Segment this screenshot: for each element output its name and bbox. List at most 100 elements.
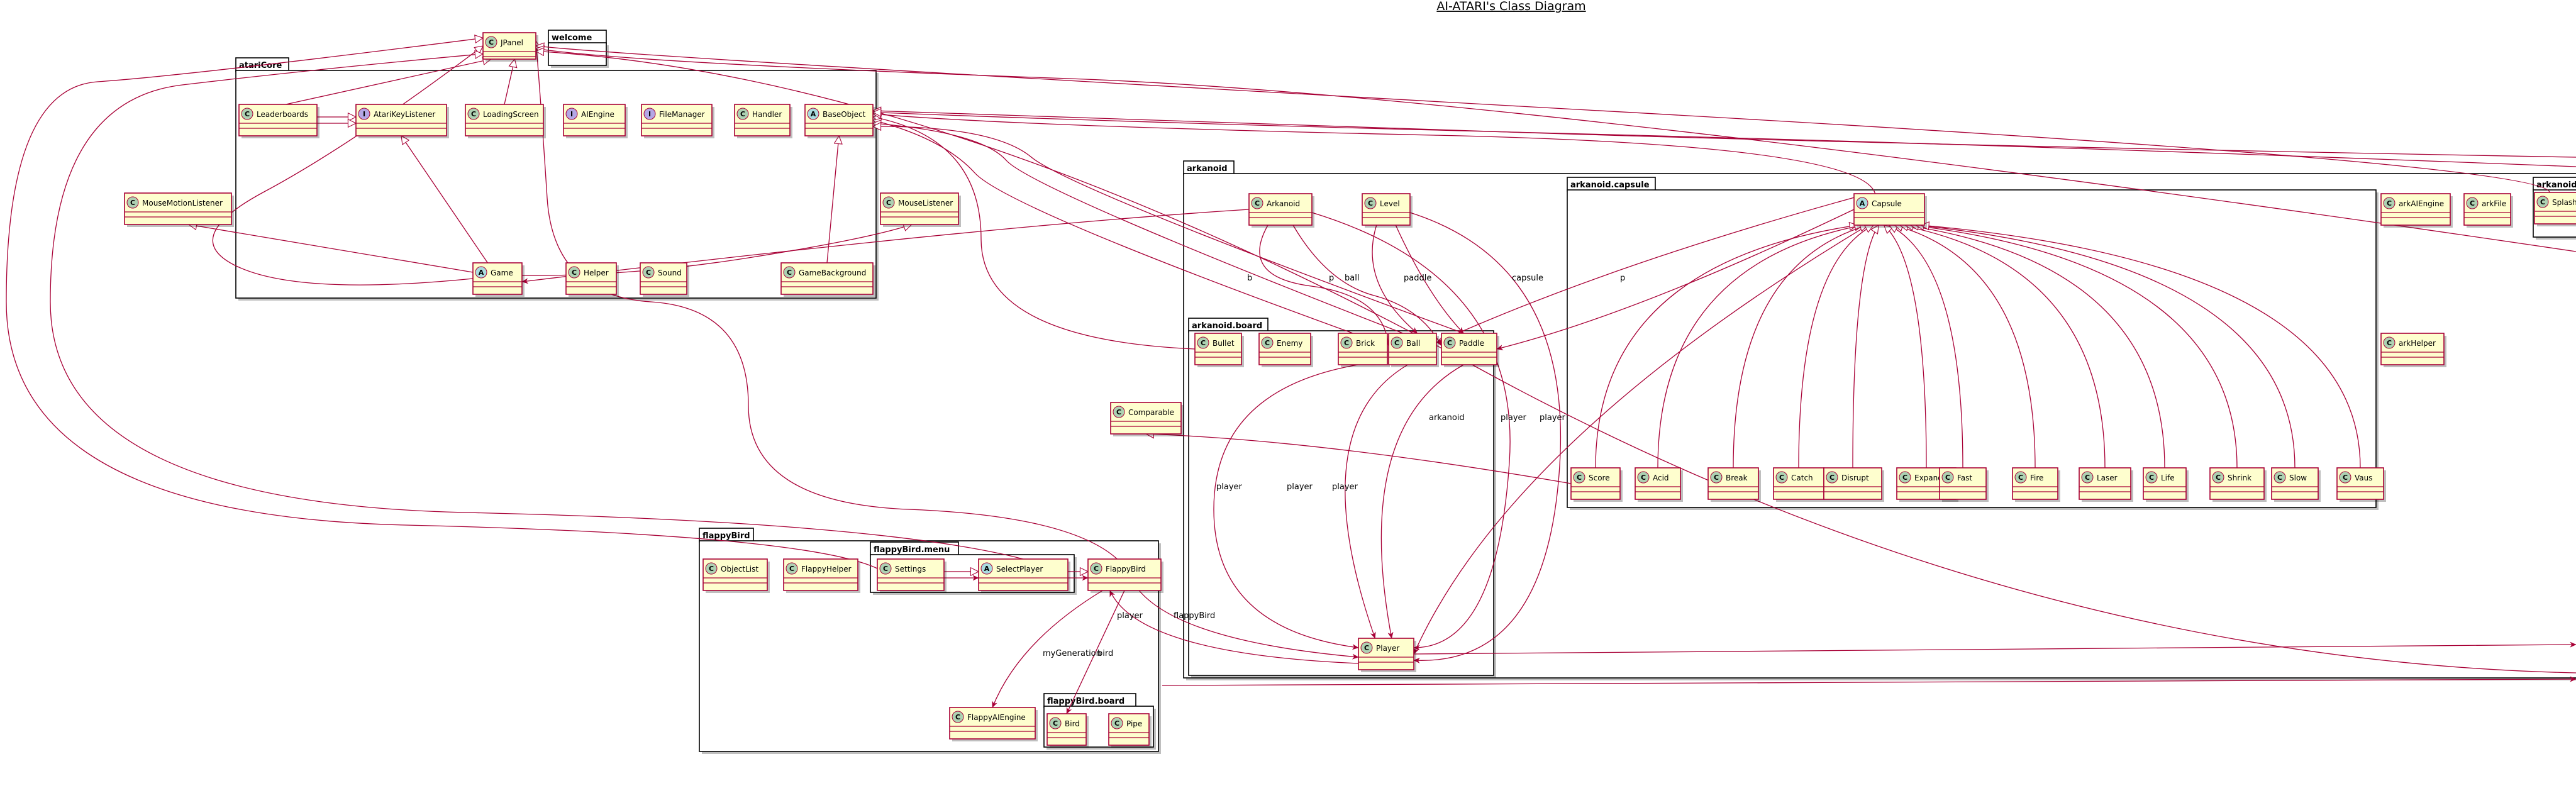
diagram-title: AI-ATARI's Class Diagram [1436, 0, 1585, 13]
edge-level-paddle [1395, 224, 1464, 334]
stereotype-i-icon [643, 108, 656, 120]
stereotype-c-icon [2014, 471, 2027, 484]
stereotype-letter: C [2343, 474, 2348, 482]
packages-layer: welcomeatariCorearkanoidarkanoid.capsule… [235, 30, 2576, 754]
class-name: Disrupt [1841, 474, 1869, 482]
edge-capsule-player [1413, 224, 1868, 654]
edge-brick-baseobject [873, 120, 1353, 334]
edge-settings-jpanel [6, 38, 878, 569]
stereotype-c-icon [1111, 717, 1123, 729]
class-name: Level [1380, 199, 1400, 208]
stereotype-c-icon [1775, 471, 1788, 484]
class-name: Fast [1957, 474, 1972, 482]
stereotype-c-icon [1090, 562, 1102, 575]
stereotype-c-icon [2466, 197, 2479, 209]
stereotype-letter: C [245, 110, 250, 118]
edge-label-bird: bird [1097, 649, 1113, 658]
class-name: AIEngine [581, 110, 614, 119]
stereotype-letter: I [570, 110, 573, 118]
edge-splash-jpanel [536, 46, 2550, 193]
stereotype-c-icon [485, 36, 497, 48]
package-arkanoid-board: arkanoid.board [1188, 318, 1496, 678]
stereotype-c-icon [879, 562, 892, 575]
stereotype-c-icon [467, 108, 480, 120]
class-aiengine[interactable]: I AIEngine [563, 104, 628, 138]
class-name: Game [491, 269, 513, 277]
class-name: Pipe [1126, 719, 1142, 728]
class-name: JPanel [500, 38, 523, 47]
stereotype-letter: C [1053, 719, 1058, 728]
class-name: Arkanoid [1267, 199, 1300, 208]
class-name: Catch [1791, 474, 1813, 482]
stereotype-letter: C [1265, 339, 1270, 347]
edge-disrupt-capsule [1852, 225, 1879, 468]
package-label: flappyBird.menu [874, 545, 950, 555]
stereotype-c-icon [952, 711, 964, 723]
stereotype-c-icon [1261, 336, 1274, 349]
stereotype-letter: C [709, 565, 714, 573]
stereotype-c-icon [2273, 471, 2286, 484]
class-name: FlappyHelper [801, 565, 852, 574]
class-name: AtariKeyListener [374, 110, 435, 119]
stereotype-i-icon [565, 108, 578, 120]
stereotype-letter: C [2277, 474, 2282, 482]
edge-flappybird-jpanel [536, 41, 1118, 560]
class-name: FileManager [659, 110, 705, 119]
stereotype-c-icon [2212, 471, 2224, 484]
edge-label-b: b [1247, 274, 1252, 283]
edge-label-arkanoid: arkanoid [1429, 413, 1465, 423]
class-name: Splash [2552, 198, 2576, 207]
edge-vaus-capsule [1921, 225, 2361, 468]
stereotype-c-icon [1637, 471, 1650, 484]
stereotype-letter: A [811, 110, 816, 118]
stereotype-letter: C [1577, 474, 1582, 482]
